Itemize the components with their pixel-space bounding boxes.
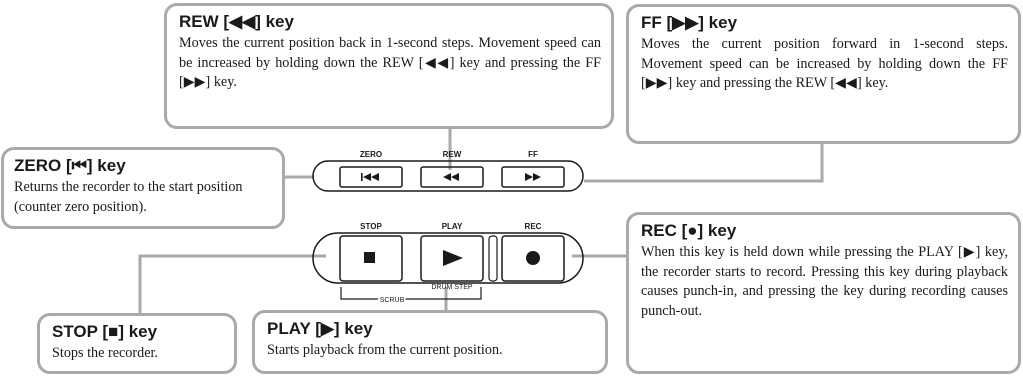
- stop-icon: [364, 252, 375, 263]
- play-button[interactable]: [420, 235, 484, 282]
- drum-step-label: DRUM STEP: [431, 284, 473, 291]
- transport-upper-frame: [312, 160, 584, 192]
- callout-stop-body: Stops the recorder.: [52, 345, 158, 361]
- zero-icon: [361, 173, 379, 181]
- callout-zero-title: ZERO [⏮] key: [14, 156, 126, 175]
- callout-play: PLAY [▶] key Starts playback from the cu…: [252, 310, 608, 374]
- rec-label: REC: [525, 222, 542, 231]
- callout-play-body: Starts playback from the current positio…: [267, 342, 503, 358]
- play-label: PLAY: [442, 222, 463, 231]
- ff-label: FF: [528, 150, 538, 159]
- stop-button[interactable]: [339, 235, 403, 282]
- connector-ff: [584, 143, 824, 183]
- callout-rec-body: When this key is held down while pressin…: [641, 244, 1008, 319]
- scrub-label: SCRUB: [380, 297, 405, 304]
- rew-button[interactable]: [420, 166, 484, 188]
- ff-icon: [525, 173, 541, 181]
- scrub-bracket: [340, 287, 482, 300]
- zero-label: ZERO: [360, 150, 382, 159]
- callout-rew-title: REW [◀◀] key: [179, 12, 294, 31]
- callout-zero-body: Returns the recorder to the start positi…: [14, 179, 243, 215]
- callout-zero: ZERO [⏮] key Returns the recorder to the…: [1, 147, 285, 229]
- callout-stop: STOP [■] key Stops the recorder.: [37, 313, 237, 374]
- callout-rew-body: Moves the current position back in 1-sec…: [179, 35, 601, 91]
- stop-label: STOP: [360, 222, 382, 231]
- callout-stop-title: STOP [■] key: [52, 322, 158, 341]
- callout-rec: REC [●] key When this key is held down w…: [626, 212, 1021, 374]
- play-icon: [443, 250, 463, 266]
- ff-button[interactable]: [501, 166, 565, 188]
- callout-rec-title: REC [●] key: [641, 221, 737, 240]
- callout-ff-title: FF [▶▶] key: [641, 13, 738, 32]
- callout-ff-body: Moves the current position forward in 1-…: [641, 36, 1008, 92]
- zero-button[interactable]: [339, 166, 403, 188]
- panel-slot: [488, 235, 498, 282]
- callout-play-title: PLAY [▶] key: [267, 319, 373, 338]
- callout-ff: FF [▶▶] key Moves the current position f…: [626, 4, 1021, 144]
- transport-lower-frame: [312, 232, 584, 284]
- rec-button[interactable]: [501, 235, 565, 282]
- connector-stop: [138, 254, 326, 316]
- rec-icon: [526, 251, 540, 265]
- rew-label: REW: [443, 150, 462, 159]
- rew-icon: [443, 173, 459, 181]
- callout-rew: REW [◀◀] key Moves the current position …: [164, 3, 614, 129]
